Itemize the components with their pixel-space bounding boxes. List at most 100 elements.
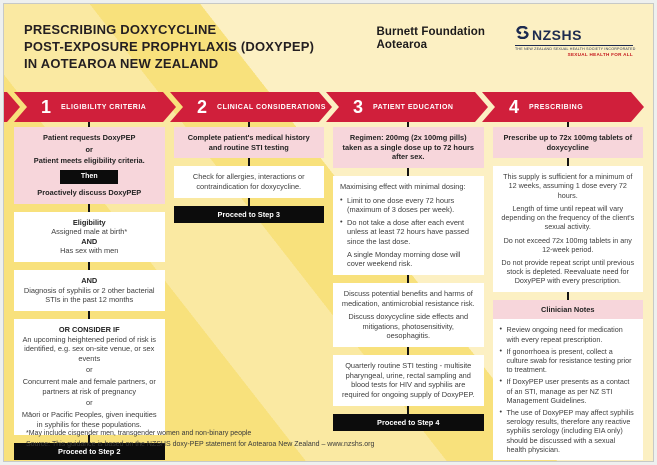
- banner-start-arrow: [4, 92, 20, 122]
- header: PRESCRIBING DOXYCYCLINE POST-EXPOSURE PR…: [4, 4, 653, 85]
- column-patient-education: Regimen: 200mg (2x 100mg pills) taken as…: [333, 122, 484, 460]
- page-title: PRESCRIBING DOXYCYCLINE POST-EXPOSURE PR…: [24, 21, 314, 72]
- proceed-step-3-bar: Proceed to Step 3: [173, 205, 324, 223]
- step-banner-4: 4 PRESCRIBING: [482, 92, 644, 122]
- connector-line: [247, 158, 250, 167]
- and-text: Diagnosis of syphilis or 2 other bacteri…: [23, 285, 155, 305]
- title-line-3: IN AOTEAROA NEW ZEALAND: [24, 56, 219, 72]
- logos: Burnett Foundation Aotearoa NZSHS THE NE…: [377, 21, 637, 57]
- step-label: ELIGIBILITY CRITERIA: [61, 103, 147, 111]
- consider-text-3: Māori or Pacific Peoples, given inequiti…: [21, 409, 157, 429]
- connector-line: [407, 167, 410, 176]
- step-label: PATIENT EDUCATION: [373, 103, 454, 111]
- source-line: Source: This guidance is based on the NZ…: [26, 440, 375, 448]
- footer: *May include cisgender men, transgender …: [26, 428, 374, 450]
- step-banner-1: 1 ELIGIBILITY CRITERIA: [14, 92, 176, 122]
- eligibility-box: Eligibility Assigned male at birth* AND …: [14, 211, 165, 263]
- eligibility-line-1: Assigned male at birth*: [51, 227, 128, 237]
- clinician-notes-box: Review ongoing need for medication with …: [492, 319, 643, 461]
- nzshs-logo: NZSHS THE NEW ZEALAND SEXUAL HEALTH SOCI…: [515, 25, 636, 57]
- burnett-logo-line-1: Burnett Foundation: [376, 26, 485, 38]
- step-banner-2: 2 CLINICAL CONSIDERATIONS: [170, 92, 332, 122]
- intro-text-2: Patient meets eligibility criteria.: [33, 156, 145, 166]
- dosing-bullet: Do not take a dose after each event unle…: [340, 217, 477, 247]
- prescribe-box: Prescribe up to 72x 100mg tablets of dox…: [492, 127, 643, 159]
- discuss-box: Discuss potential benefits and harms of …: [333, 282, 484, 347]
- connector-line: [88, 310, 91, 319]
- title-line-1: PRESCRIBING DOXYCYCLINE: [24, 22, 217, 37]
- clinician-notes-heading: Clinician Notes: [492, 299, 643, 320]
- burnett-foundation-logo: Burnett Foundation Aotearoa: [377, 26, 485, 57]
- allergies-check-box: Check for allergies, interactions or con…: [173, 166, 324, 198]
- and-label: AND: [81, 236, 98, 246]
- consider-text-1: An upcoming heightened period of risk is…: [22, 334, 157, 363]
- supply-text-2: Length of time until repeat will vary de…: [501, 203, 635, 232]
- connector-line: [407, 405, 410, 414]
- and-criteria-box: AND Diagnosis of syphilis or 2 other bac…: [14, 270, 165, 311]
- connector-line: [566, 158, 569, 167]
- nzshs-wordmark: NZSHS: [532, 27, 582, 43]
- title-line-2: POST-EXPOSURE PROPHYLAXIS (DOXYPEP): [24, 39, 315, 55]
- supply-text-1: This supply is sufficient for a minimum …: [503, 172, 633, 200]
- step-number: 4: [509, 97, 520, 117]
- connector-line: [247, 197, 250, 206]
- nzshs-tagline: SEXUAL HEALTH FOR ALL: [567, 52, 633, 57]
- or-consider-box: OR CONSIDER IF An upcoming heightened pe…: [14, 318, 165, 436]
- discuss-text-2: Discuss doxycycline side effects and mit…: [348, 312, 469, 341]
- or-consider-heading: OR CONSIDER IF: [58, 324, 120, 334]
- connector-line: [88, 262, 91, 271]
- dosing-box: Maximising effect with minimal dosing: L…: [333, 175, 484, 275]
- step-label: CLINICAL CONSIDERATIONS: [217, 103, 326, 111]
- then-chip: Then: [60, 169, 119, 184]
- connector-line: [407, 274, 410, 283]
- eligibility-heading: Eligibility: [72, 217, 106, 227]
- connector-line: [407, 347, 410, 355]
- intro-box: Patient requests DoxyPEP or Patient meet…: [14, 127, 165, 204]
- burnett-logo-line-2: Aotearoa: [376, 38, 428, 51]
- or-label: or: [85, 398, 93, 408]
- step-number: 1: [41, 97, 52, 117]
- dosing-bullet: Limit to one dose every 72 hours (maximu…: [340, 194, 477, 215]
- connector-line: [566, 122, 569, 127]
- connector-line: [407, 122, 410, 127]
- step-banner-3: 3 PATIENT EDUCATION: [326, 92, 488, 122]
- step-number: 3: [353, 97, 364, 117]
- consider-text-2: Concurrent male and female partners, or …: [22, 377, 156, 396]
- clinician-note: Review ongoing need for medication with …: [500, 324, 637, 343]
- sti-testing-box: Quarterly routine STI testing - multisit…: [333, 355, 484, 406]
- supply-text-3: Do not exceed 72x 100mg tablets in any 1…: [503, 235, 632, 254]
- connector-line: [88, 122, 91, 127]
- poster-card: PRESCRIBING DOXYCYCLINE POST-EXPOSURE PR…: [3, 3, 654, 462]
- connector-line: [247, 122, 250, 127]
- and-heading: AND: [81, 276, 98, 286]
- dosing-note: A single Monday morning dose will cover …: [347, 249, 461, 269]
- footnote: *May include cisgender men, transgender …: [26, 429, 252, 437]
- supply-box: This supply is sufficient for a minimum …: [492, 166, 643, 292]
- clinician-note: If gonorrhoea is present, collect a cult…: [500, 346, 637, 375]
- column-clinical-considerations: Complete patient's medical history and r…: [173, 122, 324, 460]
- proceed-step-4-bar: Proceed to Step 4: [333, 413, 484, 431]
- connector-line: [88, 435, 91, 444]
- column-prescribing: Prescribe up to 72x 100mg tablets of dox…: [492, 122, 643, 461]
- or-label: or: [85, 144, 93, 154]
- or-label: or: [85, 365, 93, 375]
- eligibility-line-2: Has sex with men: [60, 246, 119, 256]
- intro-text-1: Patient requests DoxyPEP: [43, 133, 136, 142]
- connector-line: [566, 291, 569, 300]
- flowchart-columns: Patient requests DoxyPEP or Patient meet…: [4, 122, 653, 461]
- intro-text-3: Proactively discuss DoxyPEP: [37, 187, 142, 197]
- connector-line: [88, 203, 91, 212]
- step-banner-row: 1 ELIGIBILITY CRITERIA 2 CLINICAL CONSID…: [4, 92, 653, 122]
- nzshs-wordmark-row: NZSHS: [515, 25, 633, 46]
- proceed-step-2-bar: Proceed to Step 2: [14, 443, 165, 461]
- dosing-heading: Maximising effect with minimal dosing:: [340, 181, 466, 191]
- discuss-text-1: Discuss potential benefits and harms of …: [341, 288, 475, 308]
- clinician-note: If DoxyPEP user presents as a contact of…: [500, 376, 637, 405]
- medical-history-box: Complete patient's medical history and r…: [173, 127, 324, 159]
- column-eligibility-criteria: Patient requests DoxyPEP or Patient meet…: [14, 122, 165, 461]
- nzshs-caption: THE NEW ZEALAND SEXUAL HEALTH SOCIETY IN…: [515, 47, 636, 51]
- step-number: 2: [197, 97, 208, 117]
- nzshs-logo-icon: [515, 25, 530, 44]
- step-label: PRESCRIBING: [529, 103, 584, 111]
- clinician-note: The use of DoxyPEP may affect syphilis s…: [500, 407, 637, 454]
